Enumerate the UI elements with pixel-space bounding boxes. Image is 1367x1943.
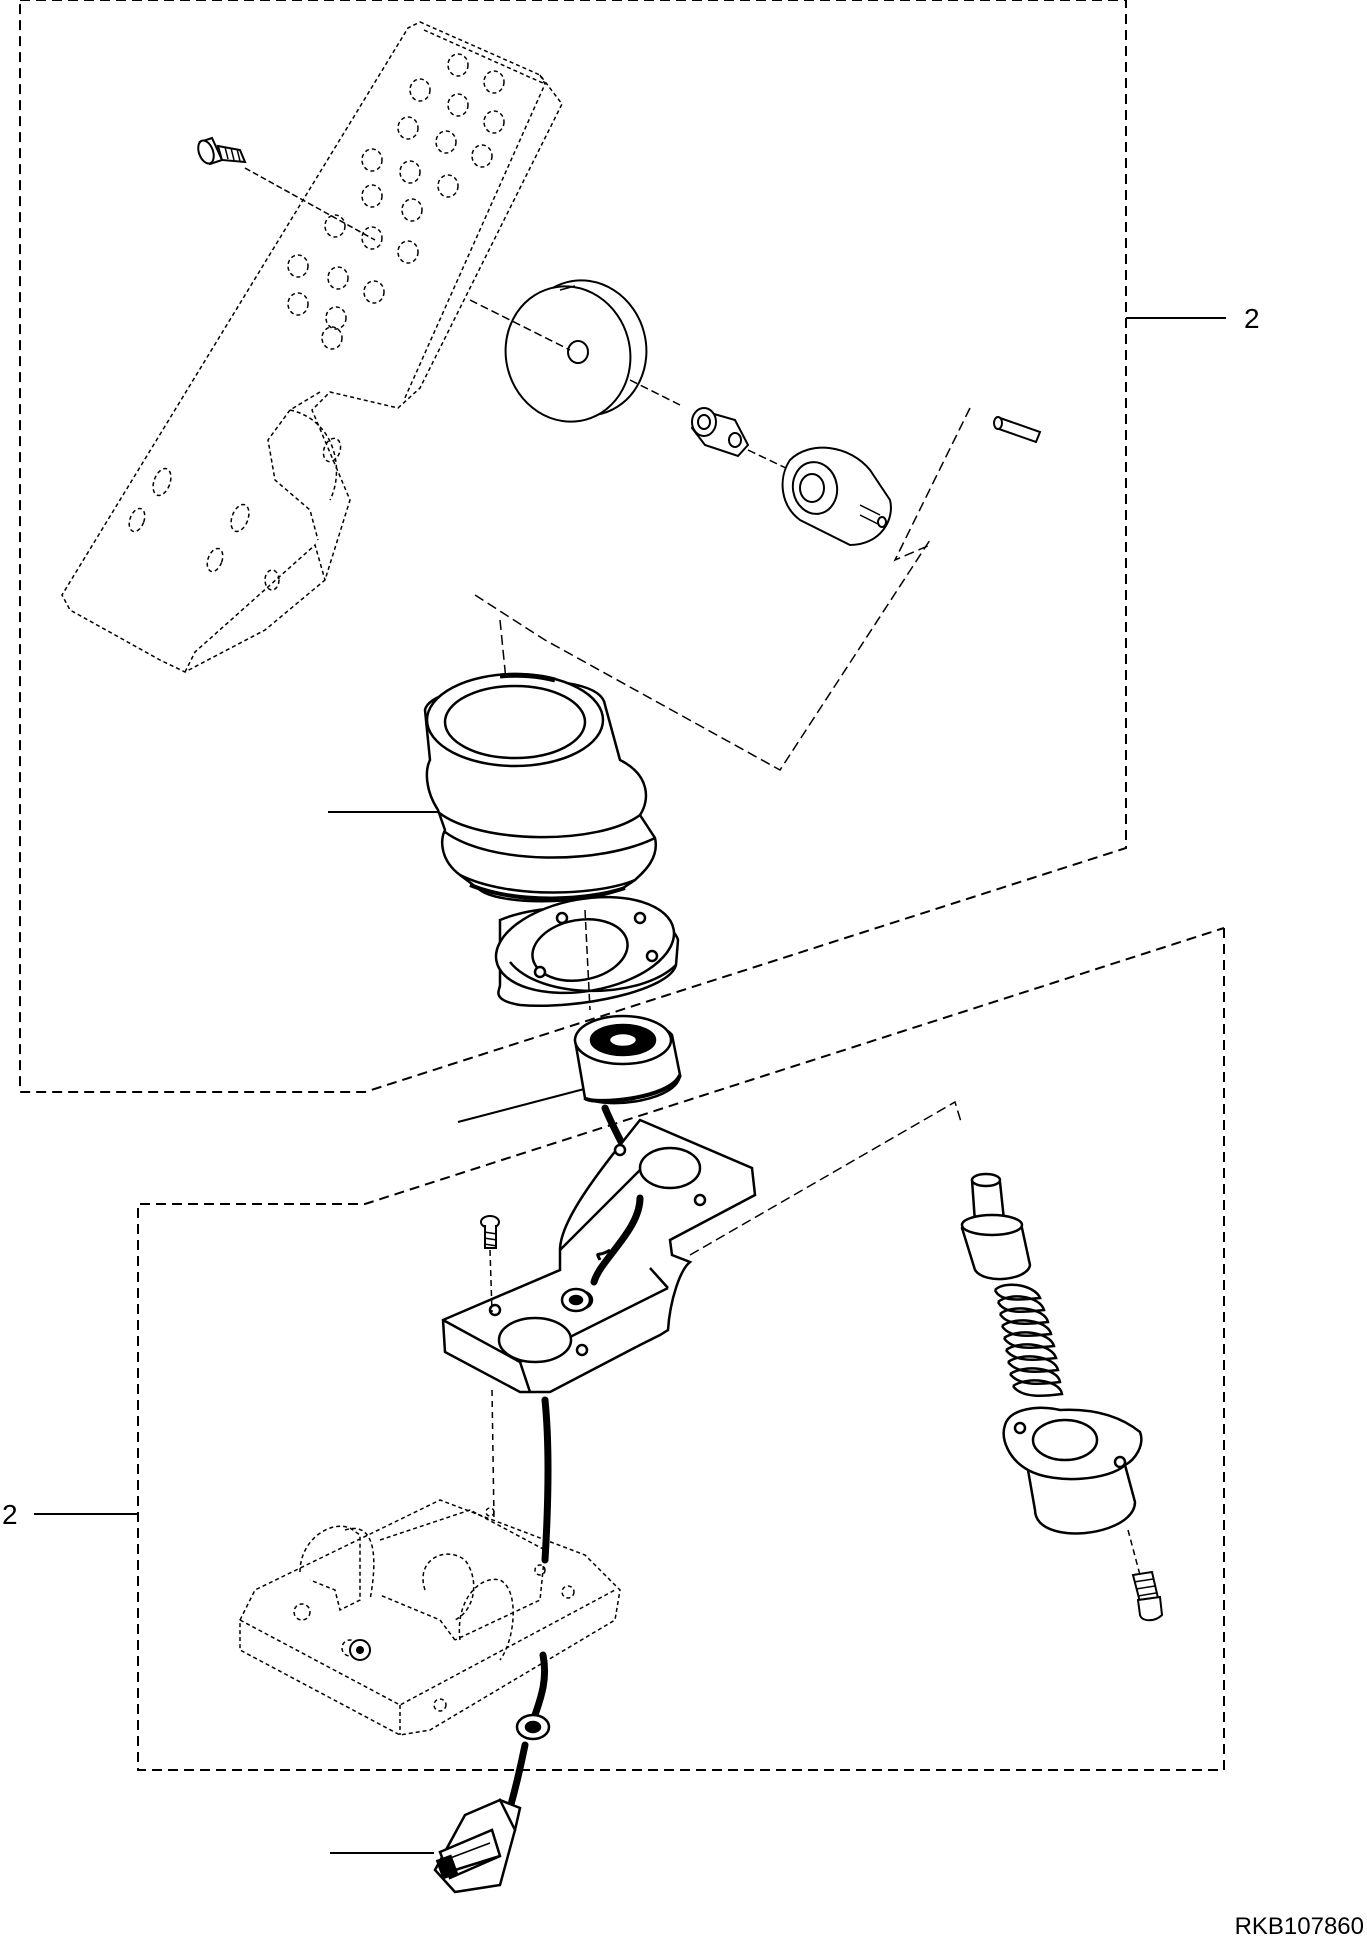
group-boundaries	[19, 0, 1225, 1771]
return-spring	[993, 1283, 1064, 1398]
base-plate-nut-inner	[356, 1646, 364, 1654]
assembly-line-lower	[689, 1100, 963, 1256]
callout-label-lower: 2	[2, 1499, 18, 1530]
pedal-screw	[197, 136, 376, 241]
rubber-boot	[423, 672, 658, 903]
bushing	[690, 407, 791, 471]
upper-group-boundary	[19, 0, 1127, 1093]
callout-leaders	[34, 317, 1226, 1854]
base-plate	[239, 1499, 621, 1736]
cable-grommets	[515, 1287, 592, 1741]
bracket-cable-upper	[596, 1248, 611, 1261]
clamp-collar	[781, 446, 892, 547]
spring-cup	[1002, 1406, 1143, 1535]
callout-label-upper: 2	[1244, 303, 1260, 334]
pedal-disc	[469, 279, 681, 423]
plunger-pin	[960, 1172, 1032, 1281]
pedal-plate	[61, 21, 563, 673]
figure-id-label: RKB107860	[1235, 1913, 1364, 1940]
bracket-screw	[480, 1215, 500, 1313]
bracket-cable	[590, 1194, 644, 1286]
leader-sensor	[457, 1087, 589, 1123]
pedal-holes	[128, 53, 505, 591]
assembly-line-upper	[474, 539, 931, 771]
cup-screw	[1131, 1570, 1164, 1622]
lower-group-boundary	[137, 927, 1225, 1771]
roll-pin	[893, 407, 1042, 562]
assembly-line-plunger	[1127, 1529, 1141, 1576]
assembly-line-bracket-base	[491, 1389, 495, 1521]
mounting-ring	[494, 895, 680, 1011]
sensor	[573, 1014, 682, 1105]
cable-connector	[433, 1798, 522, 1894]
